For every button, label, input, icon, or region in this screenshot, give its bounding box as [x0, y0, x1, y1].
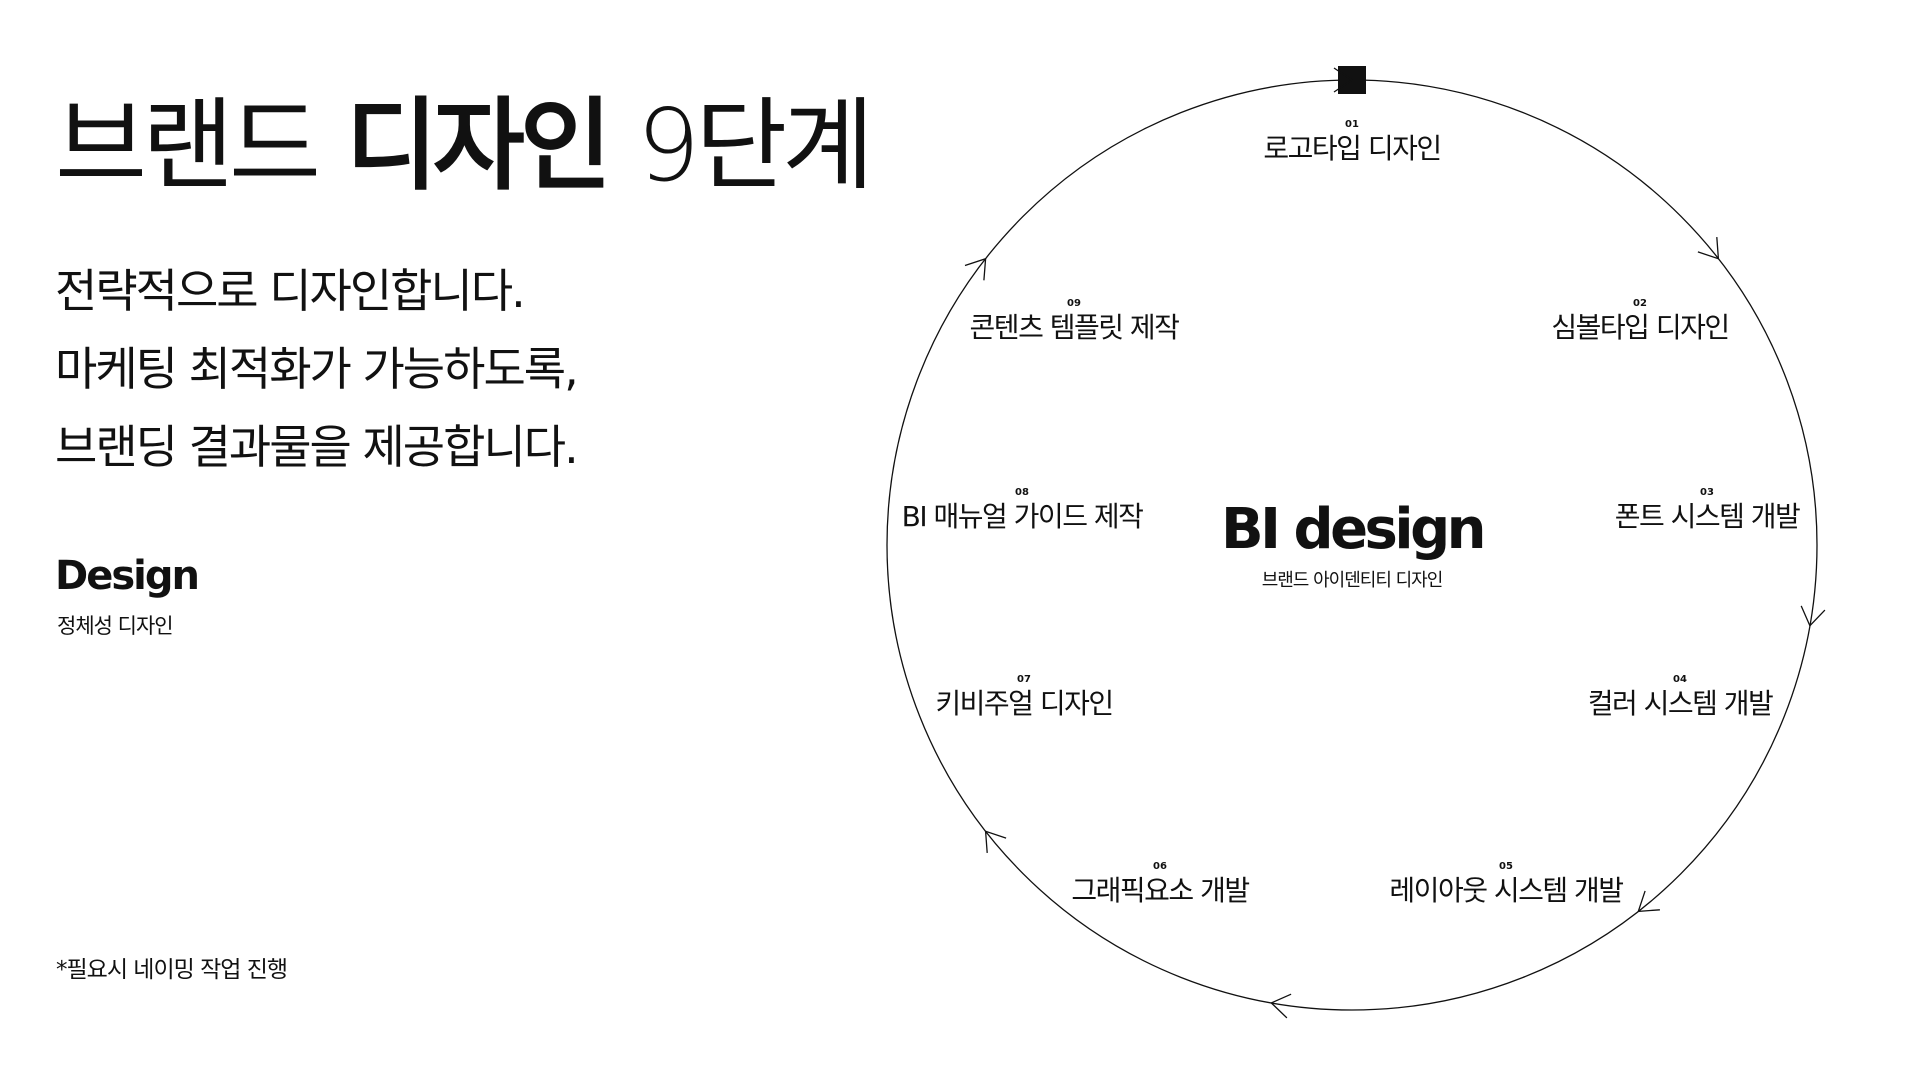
- step-number: 04: [1673, 674, 1687, 685]
- step-number: 08: [1015, 487, 1029, 498]
- step-number: 06: [1153, 861, 1167, 872]
- cycle-steps: 01 로고타입 디자인 02 심볼타입 디자인 03 폰트 시스템 개발 04 컬러 시스템 …: [902, 119, 1802, 907]
- cycle-step: 01 로고타입 디자인: [1263, 119, 1442, 165]
- description-line: 마케팅 최적화가 가능하도록,: [55, 342, 579, 396]
- step-label: 로고타입 디자인: [1263, 132, 1440, 165]
- cycle-arrows: [964, 67, 1826, 1019]
- description-line: 브랜딩 결과물을 제공합니다.: [55, 420, 579, 474]
- step-number: 03: [1700, 487, 1714, 498]
- step-label: 그래픽요소 개발: [1071, 874, 1249, 907]
- cycle-step: 09 콘텐츠 템플릿 제작: [970, 298, 1181, 344]
- direction-arrow-icon: [984, 830, 1007, 853]
- description: 전략적으로 디자인합니다. 마케팅 최적화가 가능하도록, 브랜딩 결과물을 제…: [55, 252, 579, 486]
- cycle-step: 04 컬러 시스템 개발: [1588, 674, 1775, 720]
- title-part-steps: 9단계: [636, 87, 875, 204]
- direction-arrow-icon: [1270, 993, 1292, 1019]
- design-sublabel: 정체성 디자인: [57, 614, 174, 638]
- step-number: 07: [1017, 674, 1031, 685]
- step-label: 콘텐츠 템플릿 제작: [970, 311, 1180, 344]
- step-label: 키비주얼 디자인: [935, 687, 1112, 720]
- title-part-brand: 브랜드: [55, 87, 321, 204]
- direction-arrow-icon: [1800, 605, 1826, 627]
- step-label: 레이아웃 시스템 개발: [1389, 874, 1623, 907]
- page-title: 브랜드 디자인 9단계: [55, 96, 874, 196]
- cycle-step: 06 그래픽요소 개발: [1071, 861, 1250, 907]
- step-number: 09: [1067, 298, 1081, 309]
- step-label: 심볼타입 디자인: [1551, 311, 1728, 344]
- step-number: 05: [1499, 861, 1513, 872]
- cycle-step: 05 레이아웃 시스템 개발: [1389, 861, 1624, 907]
- step-label: 폰트 시스템 개발: [1615, 500, 1800, 533]
- step-label: 컬러 시스템 개발: [1588, 687, 1773, 720]
- cycle-step: 03 폰트 시스템 개발: [1615, 487, 1802, 533]
- direction-arrow-icon: [964, 257, 987, 281]
- footnote: *필요시 네이밍 작업 진행: [56, 957, 288, 983]
- design-label: Design: [55, 553, 200, 599]
- center-title: BI design: [1221, 497, 1483, 562]
- direction-arrow-icon: [1697, 237, 1720, 260]
- step-label: BI 매뉴얼 가이드 제작: [902, 500, 1143, 533]
- step-number: 01: [1345, 119, 1359, 130]
- cycle-step: 07 키비주얼 디자인: [935, 674, 1114, 720]
- title-part-design: 디자인: [345, 87, 612, 204]
- cycle-step: 02 심볼타입 디자인: [1551, 298, 1730, 344]
- step-number: 02: [1633, 298, 1647, 309]
- description-line: 전략적으로 디자인합니다.: [55, 264, 526, 318]
- cycle-step: 08 BI 매뉴얼 가이드 제작: [902, 487, 1145, 533]
- center-subtitle: 브랜드 아이덴티티 디자인: [1262, 570, 1443, 591]
- direction-arrow-icon: [1333, 67, 1354, 93]
- direction-arrow-icon: [1637, 890, 1660, 913]
